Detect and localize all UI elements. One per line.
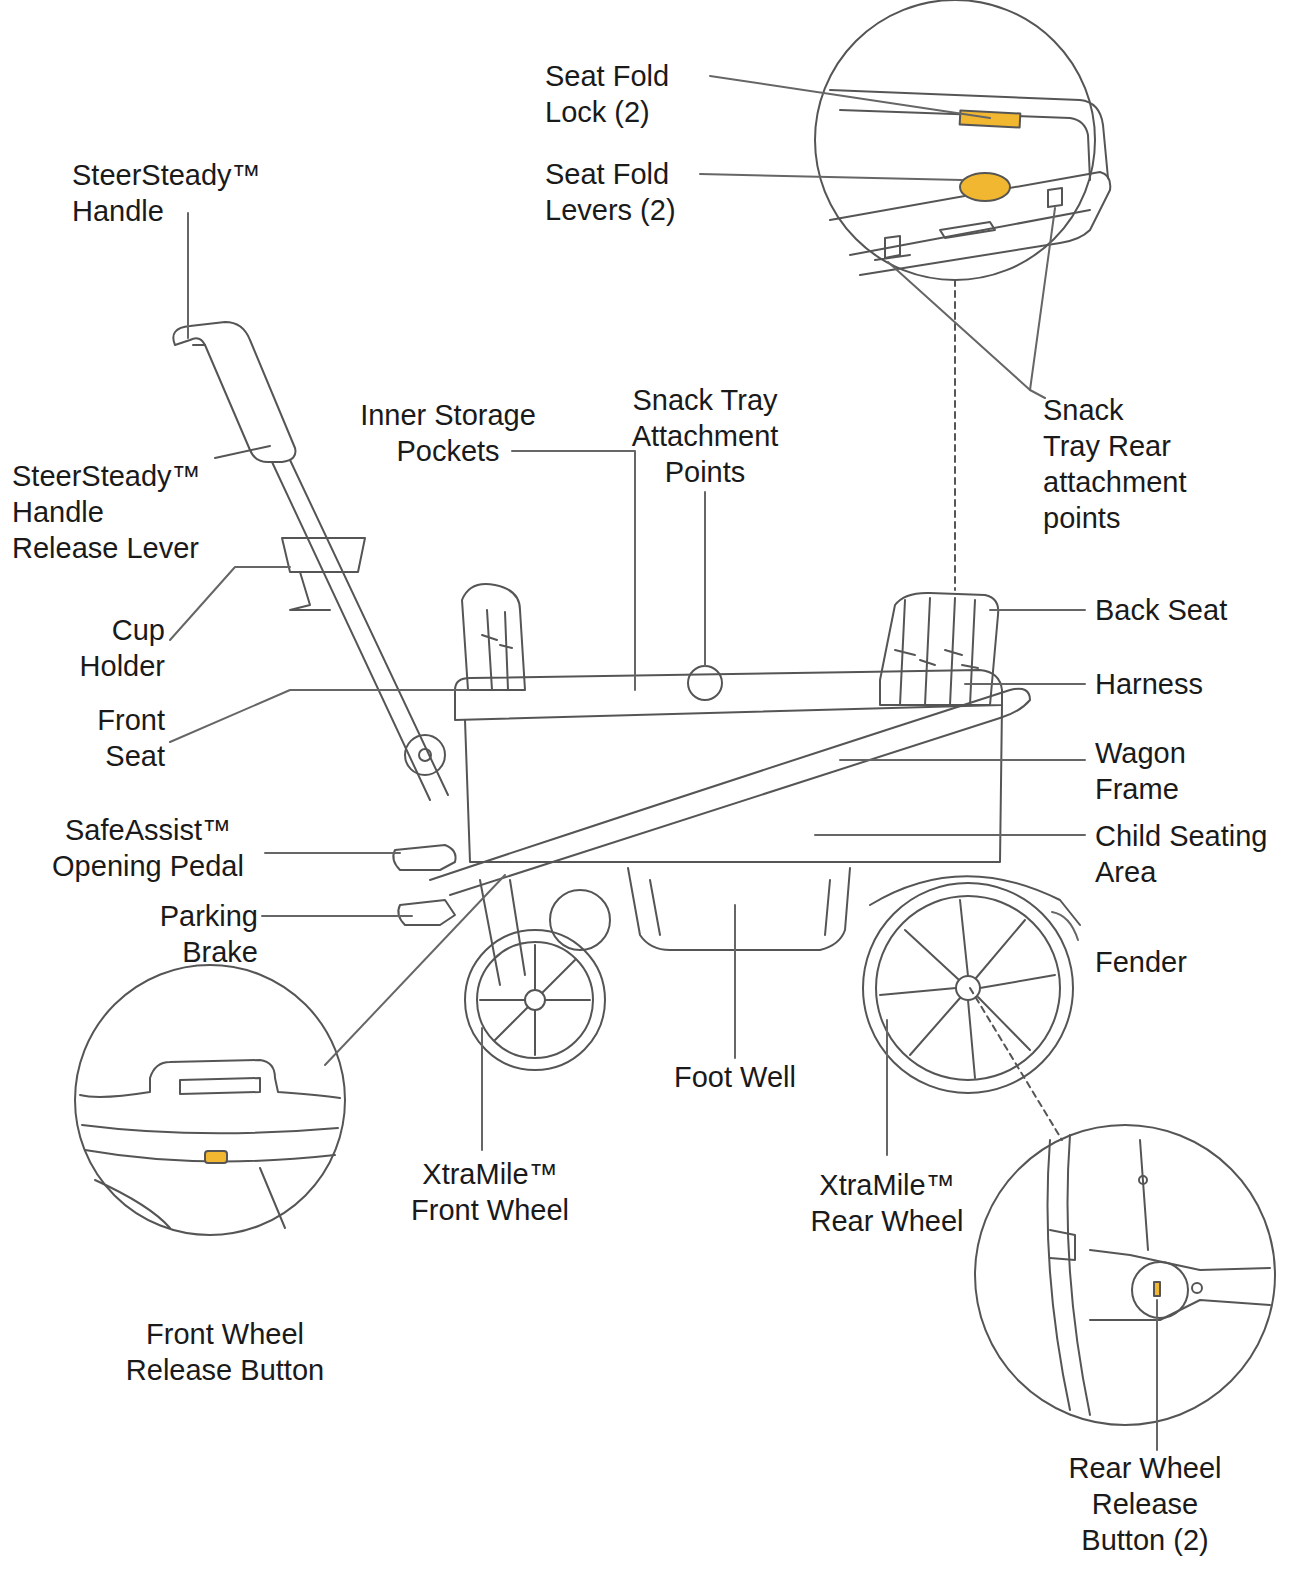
part-label: Snack Tray Attachment Points [610,382,800,490]
detail-circle [75,965,345,1235]
handle [173,322,448,800]
part-label: SteerSteady™ Handle Release Lever [12,458,208,566]
front-seat [462,584,525,690]
tub-rim [455,670,1002,720]
part-label: SafeAssist™ Opening Pedal [33,812,263,884]
part-label: Foot Well [635,1059,835,1095]
seat-detail [830,90,1110,275]
part-label: Wagon Frame [1095,735,1255,807]
part-label: XtraMile™ Rear Wheel [792,1167,982,1239]
leader-lines [170,76,1157,1450]
part-label: Snack Tray Rear attachment points [1043,392,1188,536]
back-seat [880,593,998,705]
child-seating-area [465,705,1002,862]
part-label: Back Seat [1095,592,1295,628]
part-label: XtraMile™ Front Wheel [395,1156,585,1228]
part-label: Front Seat [65,702,165,774]
part-label: SteerSteady™ Handle [72,157,292,229]
part-label: Child Seating Area [1095,818,1300,890]
wagon-frame [430,689,1030,895]
detail-circle [815,0,1095,280]
part-label: Rear Wheel Release Button (2) [1060,1450,1230,1558]
fender [870,876,1080,925]
rear-wheel-detail [1048,1135,1271,1415]
part-label: Parking Brake [138,898,258,970]
part-label: Cup Holder [55,612,165,684]
detail-circle [975,1125,1275,1425]
part-label: Fender [1095,944,1295,980]
part-label: Front Wheel Release Button [110,1316,340,1388]
front-wheel-detail [80,1060,340,1228]
part-label: Inner Storage Pockets [333,397,563,469]
part-label: Seat Fold Levers (2) [545,156,710,228]
part-label: Seat Fold Lock (2) [545,58,710,130]
part-label: Harness [1095,666,1295,702]
